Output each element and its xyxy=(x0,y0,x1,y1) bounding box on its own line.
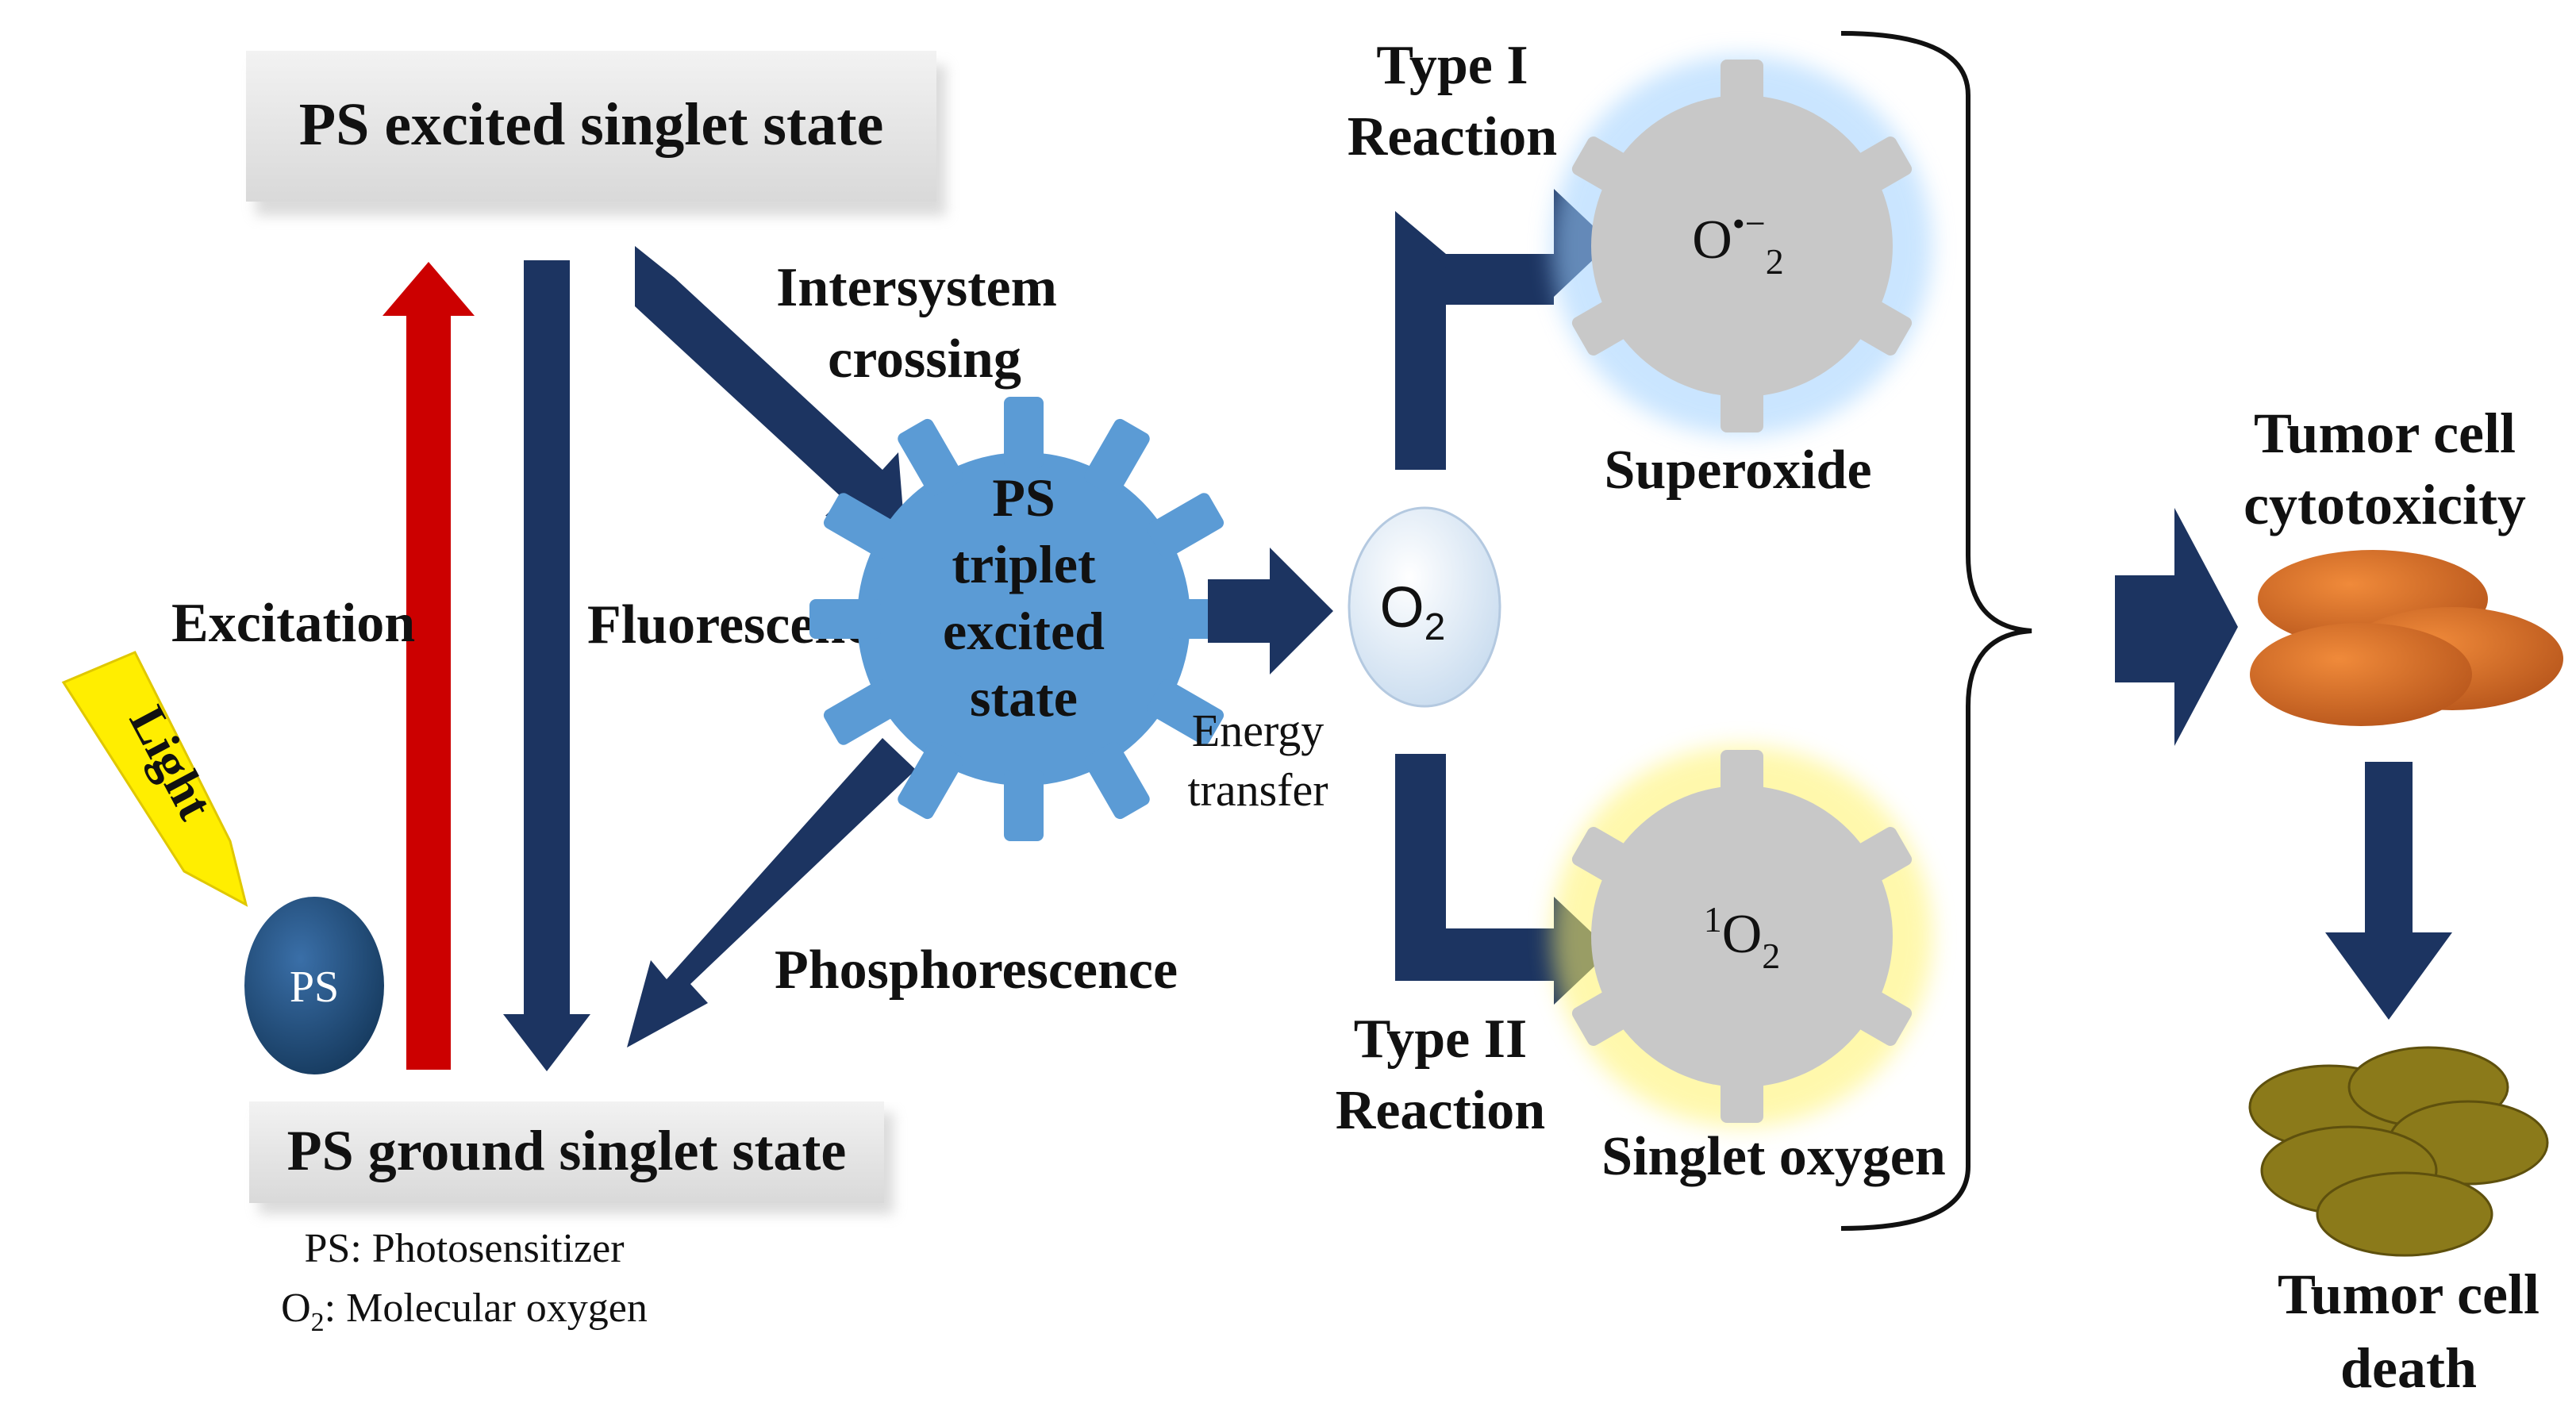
phosphorescence-arrow xyxy=(627,738,916,1047)
energy-transfer-arrow xyxy=(1208,548,1333,675)
oxygen-molecule-label: O2 xyxy=(1380,576,1446,648)
death-label-2: death xyxy=(2340,1336,2477,1400)
triplet-label-4: state xyxy=(970,667,1078,728)
excited-singlet-label: PS excited singlet state xyxy=(299,91,884,158)
triplet-label-1: PS xyxy=(992,467,1055,528)
death-arrow xyxy=(2325,762,2452,1020)
phosphorescence-label: Phosphorescence xyxy=(775,940,1178,1001)
type1-arrow-body xyxy=(1395,211,1446,470)
singlet-oxygen-label: Singlet oxygen xyxy=(1601,1126,1946,1187)
singlet-oxygen-gear: 1O2 xyxy=(1551,746,1932,1127)
triplet-state-gear: PS triplet excited state xyxy=(809,397,1238,841)
death-label-1: Tumor cell xyxy=(2278,1263,2539,1326)
oxygen-molecule xyxy=(1348,506,1501,708)
ground-singlet-label: PS ground singlet state xyxy=(287,1119,847,1182)
triplet-label-2: triplet xyxy=(952,534,1096,594)
type1-label-1: Type I xyxy=(1376,35,1528,96)
singlet-oxygen-formula: 1O2 xyxy=(1704,899,1781,976)
superoxide-gear: O•−2 xyxy=(1551,56,1932,436)
energy-transfer-label-2: transfer xyxy=(1187,764,1328,816)
intersystem-crossing-arrow xyxy=(635,246,905,532)
type2-label-2: Reaction xyxy=(1336,1080,1545,1141)
triplet-label-3: excited xyxy=(943,601,1105,661)
superoxide-label: Superoxide xyxy=(1604,440,1871,501)
energy-transfer-label-1: Energy xyxy=(1192,705,1324,756)
live-tumor-cells xyxy=(2250,550,2563,726)
excited-singlet-box: PS excited singlet state xyxy=(246,51,946,216)
light-arrow xyxy=(61,651,248,907)
ground-singlet-box: PS ground singlet state xyxy=(249,1101,894,1214)
legend-ps: PS: Photosensitizer xyxy=(304,1226,624,1271)
cytotoxicity-label-2: cytotoxicity xyxy=(2243,473,2526,536)
ps-molecule-label: PS xyxy=(290,963,339,1012)
intersystem-crossing-label-2: crossing xyxy=(828,329,1021,390)
dead-tumor-cells xyxy=(2248,1046,2549,1257)
legend-o2: O2: Molecular oxygen xyxy=(281,1286,648,1337)
cytotoxicity-label-1: Tumor cell xyxy=(2254,402,2516,465)
intersystem-crossing-label-1: Intersystem xyxy=(776,257,1057,318)
superoxide-formula: O•−2 xyxy=(1692,203,1784,282)
type1-label-2: Reaction xyxy=(1348,106,1557,167)
excitation-arrow xyxy=(383,262,475,1070)
cytotoxicity-arrow xyxy=(2115,508,2238,746)
ps-molecule xyxy=(244,897,384,1074)
grouping-brace xyxy=(1840,31,2032,1231)
type2-label-1: Type II xyxy=(1354,1009,1527,1070)
fluorescence-arrow xyxy=(503,260,590,1071)
excitation-label: Excitation xyxy=(171,593,415,654)
